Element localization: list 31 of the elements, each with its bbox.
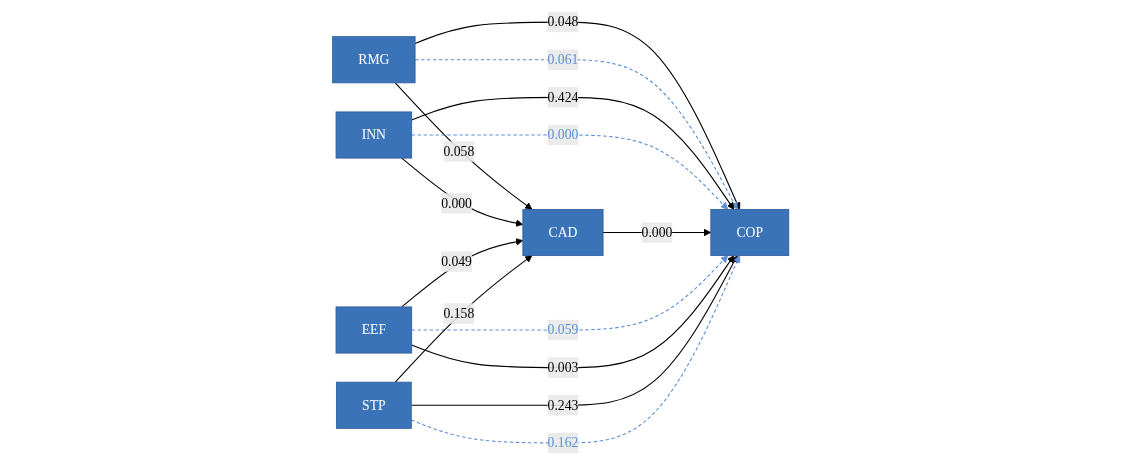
arrow	[411, 134, 729, 210]
node-box: CAD	[522, 209, 604, 256]
edge-label: 0.061	[547, 52, 579, 67]
arrow	[401, 238, 524, 308]
arrow	[411, 255, 729, 331]
arrow	[401, 157, 524, 227]
arrow	[414, 59, 739, 210]
edge-label: 0.048	[547, 14, 579, 29]
edge-label: 0.424	[547, 89, 579, 105]
arrow	[414, 21, 741, 210]
arrow	[411, 96, 735, 210]
edge-label: 0.000	[441, 195, 473, 211]
edge-label: 0.058	[443, 143, 475, 159]
edge-label: 0.162	[547, 435, 579, 450]
node-box: STP	[336, 381, 413, 429]
node-box: INN	[335, 111, 413, 159]
arrow	[411, 255, 739, 406]
edge-label: 0.003	[547, 359, 579, 375]
arrow	[395, 255, 533, 383]
node-box: COP	[710, 209, 790, 256]
edge-label: 0.000	[641, 224, 673, 240]
edge-label: 0.049	[441, 253, 473, 269]
edge-label: 0.243	[547, 397, 579, 413]
node-box: RMG	[332, 36, 416, 84]
edge-label: 0.000	[547, 127, 579, 142]
edge-label: 0.158	[443, 305, 475, 321]
arrow	[411, 255, 741, 444]
arrow	[411, 255, 735, 369]
arrow	[395, 82, 533, 210]
node-box: EEF	[335, 306, 413, 354]
edge-label: 0.059	[547, 322, 579, 337]
